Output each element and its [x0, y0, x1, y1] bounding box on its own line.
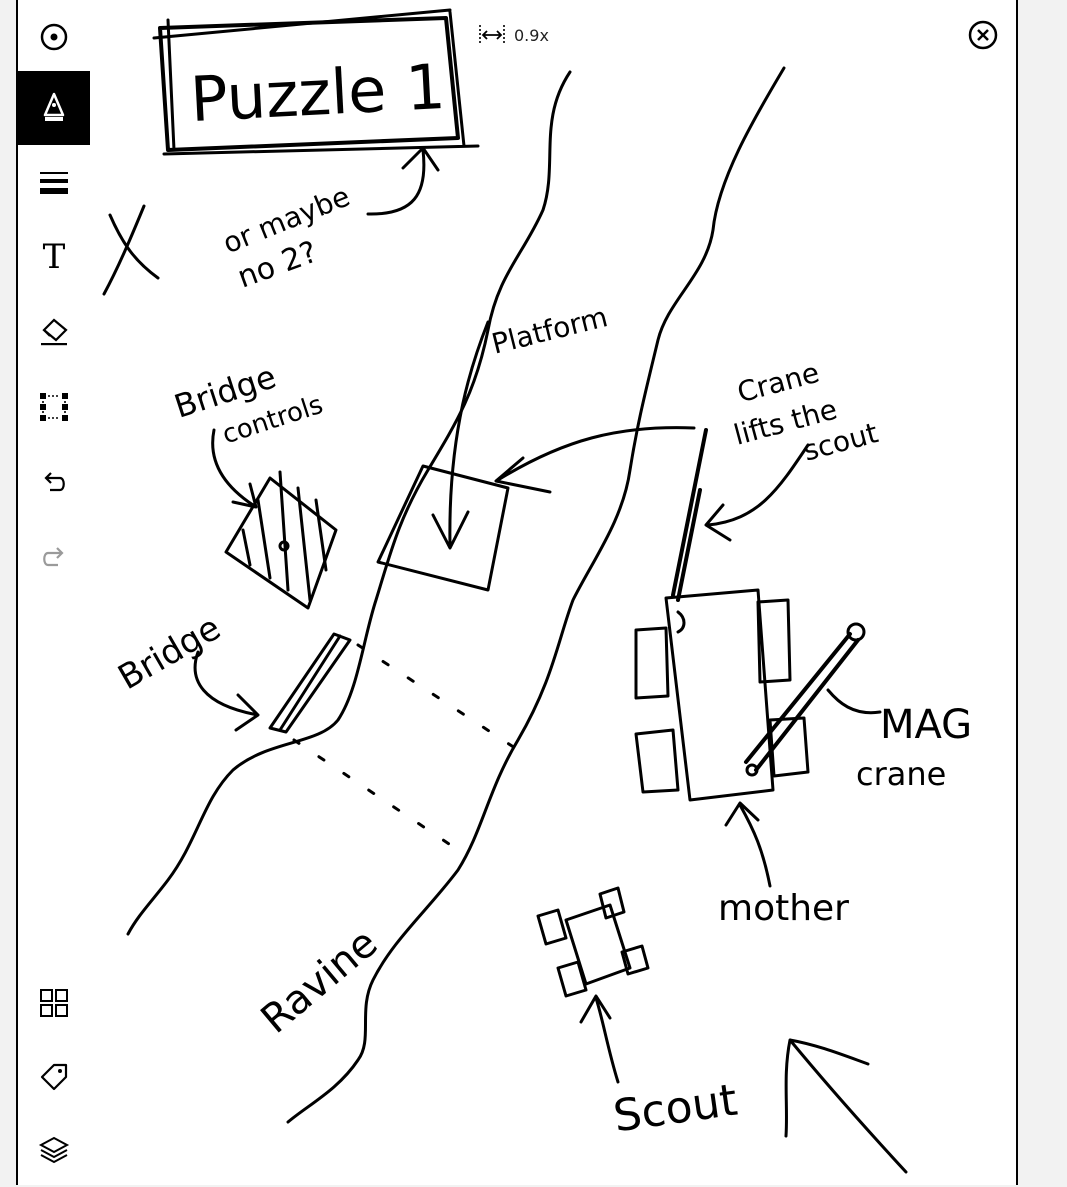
bridge-label: Bridge [111, 608, 227, 698]
grid-icon [38, 987, 70, 1019]
text-tool-icon: T [43, 240, 66, 274]
zoom-indicator[interactable]: 0.9x [478, 20, 549, 50]
big-arrow [786, 1040, 906, 1172]
zoom-level: 0.9x [514, 26, 549, 45]
platform [378, 466, 508, 590]
mother-label: mother [718, 888, 849, 929]
layers-icon [38, 1134, 70, 1166]
platform-arrow [433, 322, 488, 548]
redo-icon [38, 541, 70, 573]
mag-label-line1: MAG [880, 702, 972, 748]
scout-arrow [581, 996, 618, 1082]
tag-button[interactable] [18, 1040, 90, 1114]
mag-crane-base [747, 765, 757, 775]
eraser-button[interactable] [18, 295, 90, 369]
mother-arrow [726, 803, 770, 886]
text-tool-button[interactable]: T [18, 220, 90, 294]
device-screen: Puzzle 1 or maybe no 2? Platform Bridge … [16, 0, 1018, 1185]
layers-button[interactable] [18, 1113, 90, 1187]
redo-button[interactable] [18, 520, 90, 594]
selection-icon [38, 391, 70, 423]
bridge-arrow [195, 652, 258, 730]
undo-button[interactable] [18, 445, 90, 519]
stroke-width-button[interactable] [18, 145, 90, 219]
title-text: Puzzle 1 [188, 50, 447, 136]
mother-vehicle [636, 590, 808, 800]
close-icon [966, 18, 1000, 52]
scout-vehicle [538, 888, 648, 996]
crane-to-platform-arrow [496, 428, 694, 492]
bridge-dashes-bottom [294, 740, 458, 850]
mag-label-line2: crane [856, 755, 946, 793]
record-button[interactable] [18, 0, 90, 74]
toolbar: T [18, 0, 90, 1185]
close-button[interactable] [966, 18, 1000, 52]
crane-arm [673, 430, 706, 600]
pages-grid-button[interactable] [18, 966, 90, 1040]
undo-icon [38, 466, 70, 498]
record-icon [38, 21, 70, 53]
eraser-icon [38, 316, 70, 348]
mag-arrow [828, 690, 880, 713]
pen-tool-button[interactable] [18, 71, 90, 145]
drawing-canvas[interactable]: Puzzle 1 or maybe no 2? Platform Bridge … [18, 0, 1020, 1185]
platform-label: Platform [488, 300, 611, 361]
stroke-width-icon [38, 166, 70, 198]
selection-button[interactable] [18, 370, 90, 444]
pen-icon [39, 91, 69, 125]
fit-width-icon [478, 23, 506, 47]
title-arrow [368, 148, 438, 214]
bridge-dashes-top [358, 645, 518, 750]
tag-icon [38, 1061, 70, 1093]
mag-crane-head [848, 624, 864, 640]
x-mark [104, 206, 158, 294]
crane-note-arrow [706, 445, 808, 540]
bridge-controls-box [226, 472, 336, 608]
scout-label: Scout [610, 1075, 740, 1143]
